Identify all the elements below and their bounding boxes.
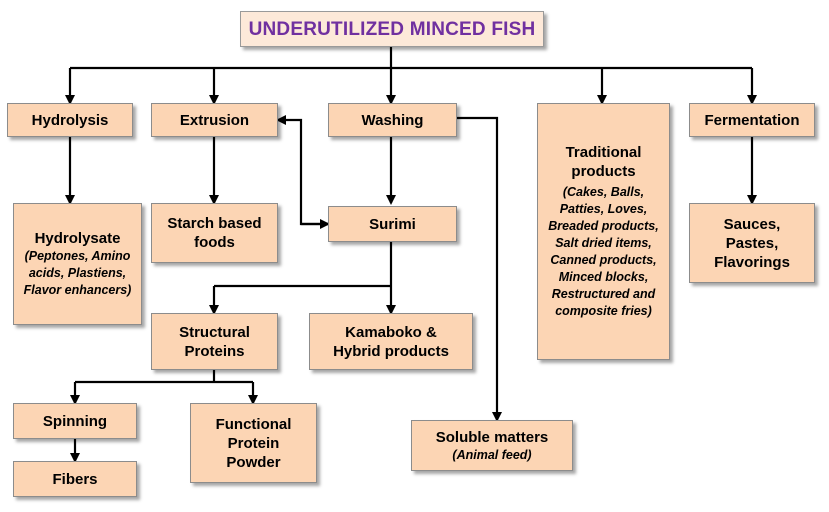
washing-label: Washing — [361, 111, 424, 129]
hydrolysate-sub: (Peptones, Amino acids, Plastiens, Flavo… — [23, 249, 132, 297]
surimi-label: Surimi — [369, 215, 416, 233]
soluble-matters-label: Soluble matters — [435, 428, 549, 446]
fermentation-label: Fermentation — [704, 111, 800, 129]
arrow-surimi-to-extrusion — [276, 115, 331, 226]
kamaboko-box: Kamaboko & Hybrid products — [309, 313, 473, 370]
title-text: UNDERUTILIZED MINCED FISH — [248, 18, 536, 40]
functional-protein-label: Functional Protein Powder — [215, 415, 292, 471]
hydrolysis-box: Hydrolysis — [7, 103, 133, 137]
extrusion-box: Extrusion — [151, 103, 278, 137]
kamaboko-label: Kamaboko & Hybrid products — [333, 323, 449, 360]
soluble-matters-box: Soluble matters (Animal feed) — [411, 420, 573, 471]
starch-foods-label: Starch based foods — [167, 215, 262, 251]
sauces-label: Sauces, Pastes, Flavorings — [714, 215, 790, 271]
hydrolysate-box: Hydrolysate (Peptones, Amino acids, Plas… — [13, 203, 142, 325]
title-box: UNDERUTILIZED MINCED FISH — [240, 11, 544, 47]
traditional-products-box: Traditional products (Cakes, Balls, Patt… — [537, 103, 670, 360]
spinning-label: Spinning — [42, 412, 108, 430]
starch-foods-box: Starch based foods — [151, 203, 278, 263]
extrusion-label: Extrusion — [179, 111, 250, 129]
washing-box: Washing — [328, 103, 457, 137]
fibers-box: Fibers — [13, 461, 137, 497]
functional-protein-box: Functional Protein Powder — [190, 403, 317, 483]
structural-proteins-label: Structural Proteins — [179, 323, 250, 360]
structural-proteins-box: Structural Proteins — [151, 313, 278, 370]
soluble-matters-sub: (Animal feed) — [452, 447, 532, 462]
traditional-products-label: Traditional products — [565, 144, 642, 180]
fermentation-box: Fermentation — [689, 103, 815, 137]
spinning-box: Spinning — [13, 403, 137, 439]
hydrolysate-label: Hydrolysate — [34, 230, 121, 247]
arrow-to-soluble — [457, 116, 502, 422]
traditional-products-sub: (Cakes, Balls, Patties, Loves, Breaded p… — [548, 185, 659, 318]
sauces-box: Sauces, Pastes, Flavorings — [689, 203, 815, 283]
fibers-label: Fibers — [52, 470, 98, 488]
hydrolysis-label: Hydrolysis — [31, 111, 109, 129]
surimi-box: Surimi — [328, 206, 457, 242]
